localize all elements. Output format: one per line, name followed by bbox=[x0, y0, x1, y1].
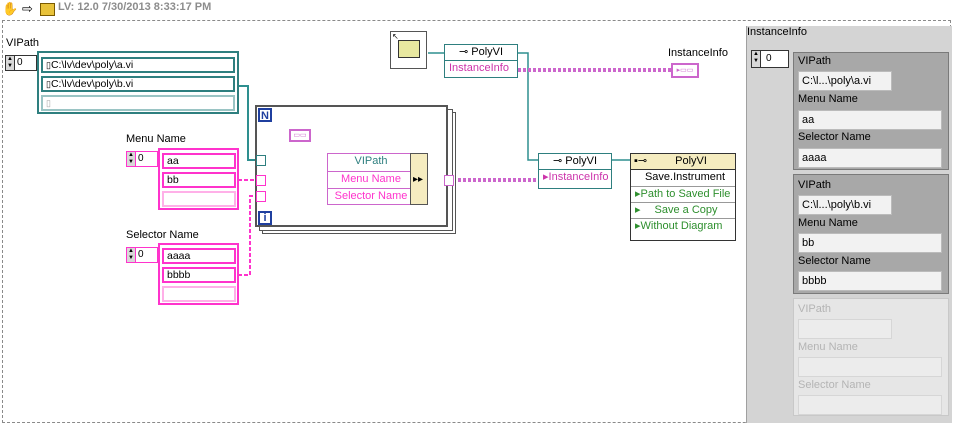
invoke-node-method: Save.Instrument bbox=[644, 171, 726, 183]
field-label-vipath: VIPath bbox=[798, 55, 832, 67]
entry-1-selector[interactable]: bbbb bbox=[798, 271, 942, 291]
field-label-selector: Selector Name bbox=[798, 131, 871, 143]
arrow-icon[interactable]: ⇨ bbox=[22, 1, 33, 16]
menu-name-index-control[interactable]: ▲▼ 0 bbox=[126, 151, 158, 167]
index-spinner-icon[interactable]: ▲▼ bbox=[752, 51, 761, 67]
selector-name-item-empty[interactable] bbox=[162, 286, 236, 302]
vipath-index-value: 0 bbox=[17, 57, 23, 68]
tunnel-vipath[interactable] bbox=[256, 155, 266, 166]
instanceinfo-indicator-terminal[interactable]: ▸▭▭ bbox=[671, 63, 699, 78]
tunnel-menu[interactable] bbox=[256, 175, 266, 186]
field-label-menu: Menu Name bbox=[798, 93, 858, 105]
selector-name-label: Selector Name bbox=[126, 229, 199, 241]
property-node-1-header: ⊸ PolyVI bbox=[445, 45, 517, 61]
tunnel-selector[interactable] bbox=[256, 191, 266, 202]
selector-name-index-control[interactable]: ▲▼ 0 bbox=[126, 247, 158, 263]
menu-name-label: Menu Name bbox=[126, 133, 186, 145]
instance-cluster-0: VIPath C:\l...\poly\a.vi Menu Name aa Se… bbox=[793, 52, 949, 170]
entry-0-selector[interactable]: aaaa bbox=[798, 148, 942, 168]
selector-name-array: aaaa bbbb bbox=[158, 243, 239, 305]
vipath-item-1[interactable]: ▯C:\lv\dev\poly\b.vi bbox=[41, 76, 235, 92]
entry-1-vipath[interactable]: C:\l...\poly\b.vi bbox=[798, 195, 892, 215]
instance-cluster-1: VIPath C:\l...\poly\b.vi Menu Name bb Se… bbox=[793, 174, 949, 294]
panel-title: InstanceInfo bbox=[747, 26, 807, 38]
index-spinner-icon[interactable]: ▲▼ bbox=[6, 56, 15, 70]
property-node-1[interactable]: ⊸ PolyVI InstanceInfo bbox=[444, 44, 518, 78]
field-label-menu: Menu Name bbox=[798, 217, 858, 229]
property-node-icon: ⊸ bbox=[552, 155, 566, 167]
menu-name-index-value: 0 bbox=[138, 153, 144, 164]
invoke-param-1[interactable]: ▸Save a Copy bbox=[631, 202, 735, 218]
tunnel-output[interactable] bbox=[444, 175, 454, 186]
instance-cluster-empty: VIPath Menu Name Selector Name bbox=[793, 298, 949, 416]
property-node-2-header: ⊸ PolyVI bbox=[539, 154, 611, 170]
diagram-toolbar: ✋ ⇨ LV: 12.0 7/30/2013 8:33:17 PM bbox=[0, 0, 955, 18]
invoke-node-header: ▪⊸PolyVI bbox=[631, 154, 735, 170]
index-spinner-icon[interactable]: ▲▼ bbox=[127, 248, 136, 262]
field-label-selector: Selector Name bbox=[798, 379, 871, 391]
invoke-node[interactable]: ▪⊸PolyVI Save.Instrument ▸Path to Saved … bbox=[630, 153, 736, 241]
panel-index-value: 0 bbox=[766, 53, 772, 64]
invoke-node-icon: ▪⊸ bbox=[634, 155, 648, 167]
indicator-label: InstanceInfo bbox=[668, 47, 728, 59]
path-icon: ▯ bbox=[46, 98, 51, 108]
loop-iteration-terminal[interactable]: i bbox=[258, 211, 272, 225]
arrow-icon: ↖ bbox=[392, 32, 399, 41]
bundle-by-name-node[interactable]: VIPath Menu Name Selector Name bbox=[327, 153, 411, 205]
vipath-label: VIPath bbox=[6, 37, 40, 49]
vi-reference-constant[interactable]: ↖ bbox=[390, 31, 427, 69]
empty-vipath[interactable] bbox=[798, 319, 892, 339]
entry-1-menu[interactable]: bb bbox=[798, 233, 942, 253]
vipath-array: ▯C:\lv\dev\poly\a.vi ▯C:\lv\dev\poly\b.v… bbox=[37, 51, 239, 114]
instanceinfo-panel: InstanceInfo ▲▼ 0 VIPath C:\l...\poly\a.… bbox=[746, 26, 952, 423]
bundle-handle[interactable]: ▸▸ bbox=[410, 153, 428, 205]
loop-count-terminal[interactable]: N bbox=[258, 108, 272, 122]
field-label-menu: Menu Name bbox=[798, 341, 858, 353]
empty-menu[interactable] bbox=[798, 357, 942, 377]
selector-name-item-0[interactable]: aaaa bbox=[162, 248, 236, 264]
invoke-param-2[interactable]: ▸Without Diagram bbox=[631, 218, 735, 234]
index-spinner-icon[interactable]: ▲▼ bbox=[127, 152, 136, 166]
cluster-constant-icon[interactable]: ▭▭ bbox=[289, 129, 311, 142]
selector-name-index-value: 0 bbox=[138, 249, 144, 260]
bundle-row-vipath: VIPath bbox=[354, 155, 388, 167]
field-label-selector: Selector Name bbox=[798, 255, 871, 267]
bundle-row-selector: Selector Name bbox=[328, 188, 410, 205]
version-timestamp: LV: 12.0 7/30/2013 8:33:17 PM bbox=[58, 1, 212, 13]
property-node-icon: ⊸ bbox=[458, 46, 472, 58]
hand-tool-icon[interactable]: ✋ bbox=[2, 1, 19, 16]
vipath-index-control[interactable]: ▲▼ 0 bbox=[5, 55, 37, 71]
menu-name-item-empty[interactable] bbox=[162, 191, 236, 207]
vipath-item-0[interactable]: ▯C:\lv\dev\poly\a.vi bbox=[41, 57, 235, 73]
selector-name-item-1[interactable]: bbbb bbox=[162, 267, 236, 283]
panel-index-control[interactable]: ▲▼ 0 bbox=[751, 50, 789, 68]
property-node-1-row: InstanceInfo bbox=[449, 62, 509, 74]
entry-0-vipath[interactable]: C:\l...\poly\a.vi bbox=[798, 71, 892, 91]
empty-selector[interactable] bbox=[798, 395, 942, 415]
bundle-arrow-icon: ▸▸ bbox=[413, 174, 424, 185]
menu-name-item-1[interactable]: bb bbox=[162, 172, 236, 188]
bundle-row-menu: Menu Name bbox=[328, 171, 410, 188]
labview-logo-icon bbox=[40, 3, 55, 16]
property-node-2-row: ▸InstanceInfo bbox=[543, 171, 609, 183]
vipath-item-empty[interactable]: ▯ bbox=[41, 95, 235, 111]
menu-name-item-0[interactable]: aa bbox=[162, 153, 236, 169]
menu-name-array: aa bb bbox=[158, 148, 239, 210]
property-node-2[interactable]: ⊸ PolyVI ▸InstanceInfo bbox=[538, 153, 612, 189]
field-label-vipath: VIPath bbox=[798, 303, 832, 315]
invoke-param-0[interactable]: ▸Path to Saved File bbox=[631, 186, 735, 202]
field-label-vipath: VIPath bbox=[798, 179, 832, 191]
path-icon: ▯ bbox=[46, 60, 51, 70]
path-icon: ▯ bbox=[46, 79, 51, 89]
vi-icon bbox=[398, 40, 420, 58]
entry-0-menu[interactable]: aa bbox=[798, 110, 942, 130]
